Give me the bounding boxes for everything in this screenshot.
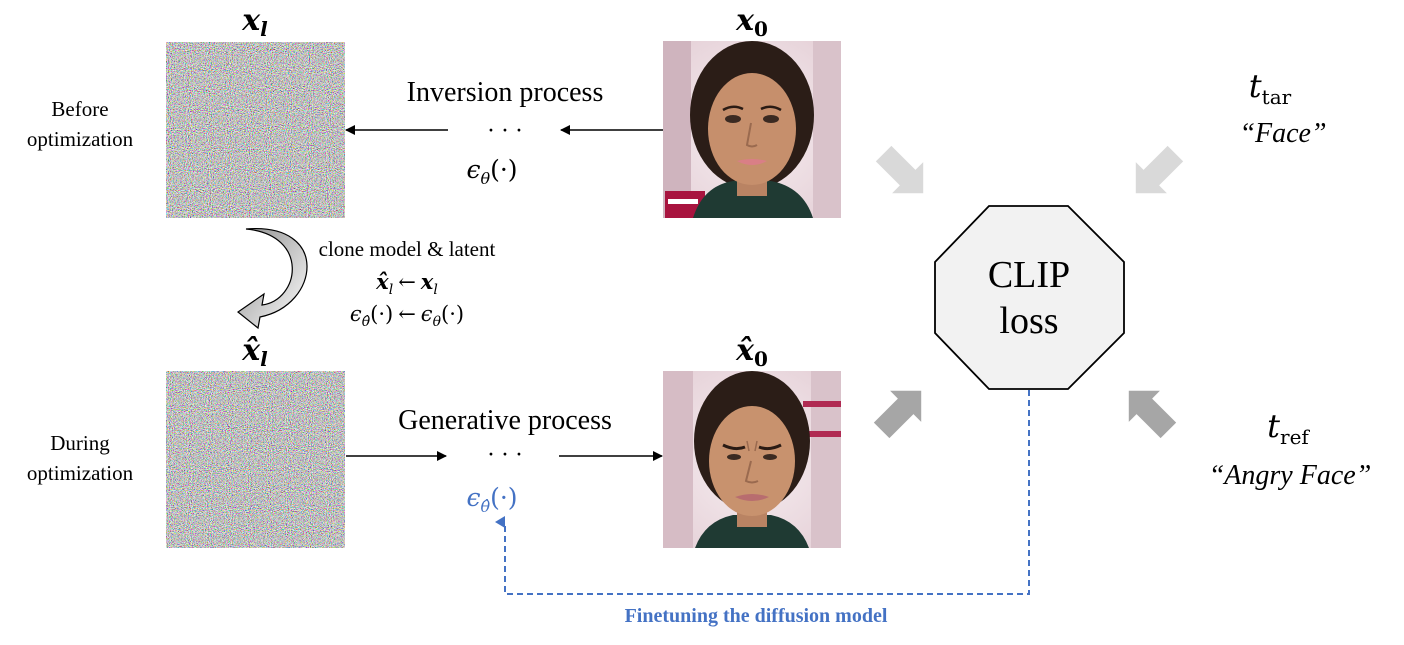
top-latent-symbol: xl xyxy=(241,3,268,41)
clip-loss-line2: loss xyxy=(999,300,1058,342)
bottom-row-label-line2: optimization xyxy=(27,461,134,485)
clip-loss-octagon xyxy=(934,205,1125,390)
bottom-latent-symbol: x̂l xyxy=(241,333,268,371)
clone-equation-model: ϵθ̂(·)←ϵθ(·) xyxy=(350,302,464,330)
top-row-label-line2: optimization xyxy=(27,127,134,151)
feedback-label: Finetuning the diffusion model xyxy=(625,605,888,627)
arrow-x0-to-clip xyxy=(875,145,924,194)
top-row-label-line1: Before xyxy=(51,97,108,121)
arrow-x0hat-to-clip xyxy=(873,390,922,439)
clone-equation-latent: x̂l←xl xyxy=(375,269,438,298)
bottom-process-label: Generative process xyxy=(398,405,612,436)
bottom-row-label-line1: During xyxy=(50,431,110,455)
clip-loss-line1: CLIP xyxy=(988,254,1070,296)
reference-text-symbol: tref xyxy=(1267,407,1310,449)
bottom-face-photo xyxy=(663,371,841,548)
clone-title: clone model & latent xyxy=(319,237,496,261)
bottom-process-dots: · · · xyxy=(488,443,523,468)
clone-curve-arrow xyxy=(236,228,308,330)
bottom-noise-image xyxy=(166,371,345,548)
top-noise-image xyxy=(166,42,345,218)
top-image-symbol: x0 xyxy=(735,3,768,41)
feedback-dashed-arrow xyxy=(495,390,1030,595)
reference-text-quote: “Angry Face” xyxy=(1209,460,1372,491)
target-text-symbol: ttar xyxy=(1249,67,1292,109)
top-process-label: Inversion process xyxy=(407,77,604,108)
top-model-label: ϵθ(·) xyxy=(466,155,517,188)
top-process-dots: · · · xyxy=(488,119,523,144)
arrow-ttar-to-clip xyxy=(1135,145,1184,194)
bottom-image-symbol: x̂0 xyxy=(735,333,768,371)
arrow-tref-to-clip xyxy=(1128,390,1177,439)
top-face-photo xyxy=(663,41,841,218)
target-text-quote: “Face” xyxy=(1239,118,1326,149)
bottom-model-label: ϵθ̂(·) xyxy=(466,483,517,516)
